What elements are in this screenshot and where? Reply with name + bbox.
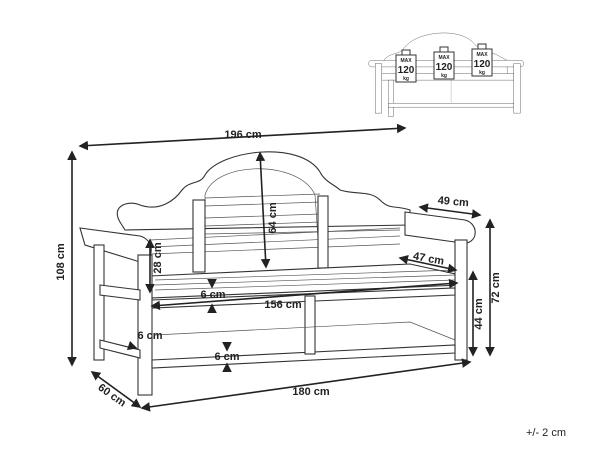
badge-max: MAX: [400, 58, 412, 64]
load-badge: MAX 120 kg: [471, 43, 493, 77]
load-badge: MAX 120 kg: [433, 46, 455, 80]
leg-span-label: 180 cm: [292, 386, 330, 398]
backrest-height-label: 64 cm: [267, 202, 279, 233]
lower-rail-side-label: 6 cm: [137, 330, 162, 342]
badge-unit: kg: [441, 73, 447, 79]
tolerance-note: +/- 2 cm: [526, 427, 566, 439]
seat-rail-label: 6 cm: [200, 289, 225, 301]
lower-rail-label: 6 cm: [214, 351, 239, 363]
seat-depth-label: 47 cm: [412, 250, 445, 267]
badge-value: 120: [398, 65, 415, 76]
badge-value: 120: [474, 59, 491, 70]
badge-max: MAX: [476, 52, 488, 58]
arm-height-label: 72 cm: [490, 272, 502, 303]
total-height-label: 108 cm: [55, 243, 67, 281]
back-left-leg: [93, 244, 105, 361]
badge-unit: kg: [479, 70, 485, 76]
arm-height-above-seat-label: 28 cm: [152, 242, 164, 273]
total-width-label: 196 cm: [224, 129, 262, 141]
load-badge: MAX 120 kg: [395, 49, 417, 83]
front-right-leg: [454, 239, 468, 361]
bench-drawing: [79, 151, 476, 396]
badge-value: 120: [436, 62, 453, 73]
seat-height-label: 44 cm: [473, 298, 485, 329]
seat-width-label: 156 cm: [264, 299, 302, 311]
badge-unit: kg: [403, 76, 409, 82]
badge-max: MAX: [438, 55, 450, 61]
armrest-length-label: 49 cm: [437, 195, 469, 210]
right-armrest: [404, 211, 476, 244]
dimension-lines: [67, 123, 495, 412]
